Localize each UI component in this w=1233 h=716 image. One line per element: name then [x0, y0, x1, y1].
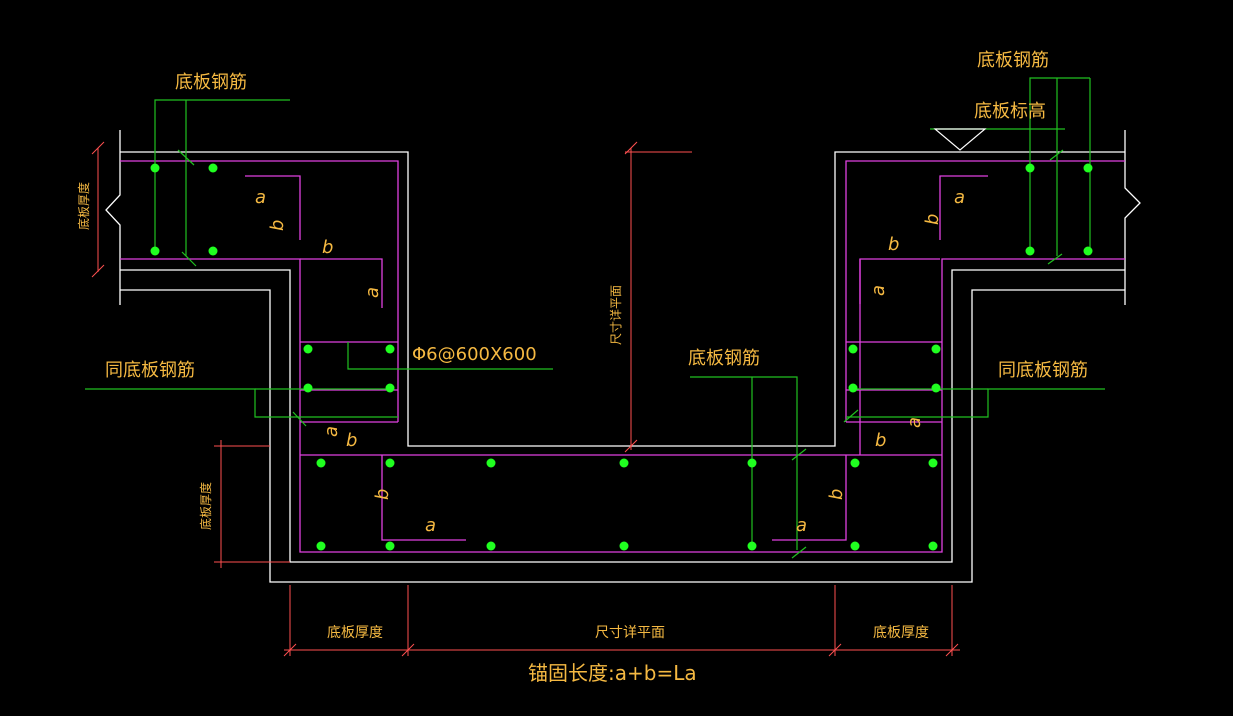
mark-a: a: [425, 515, 436, 536]
mark-b: b: [267, 220, 288, 231]
mark-a: a: [255, 187, 266, 208]
label-left-thickness-lower: 底板厚度: [198, 482, 213, 530]
label-top-right-elevation: 底板标高: [974, 101, 1046, 122]
label-formula: 锚固长度:a+b=La: [528, 661, 697, 685]
mark-b: b: [922, 214, 943, 225]
label-bottom-dim-mid: 尺寸详平面: [595, 625, 665, 641]
rebar-lines: [120, 160, 1125, 553]
label-left-thickness-upper: 底板厚度: [76, 182, 91, 230]
label-right-same-rebar: 同底板钢筋: [998, 360, 1088, 381]
leader-lines: [85, 77, 1105, 559]
mark-a: a: [321, 426, 342, 437]
elevation-marker: [933, 128, 987, 151]
label-bottom-dim-right: 底板厚度: [873, 625, 929, 641]
mark-a: a: [904, 417, 925, 428]
concrete-outline: [105, 130, 1141, 583]
mark-b: b: [322, 237, 333, 258]
mark-b: b: [372, 489, 393, 500]
mark-a: a: [868, 285, 889, 296]
dimension-lines: [91, 141, 960, 657]
mark-b: b: [826, 489, 847, 500]
mark-a: a: [796, 515, 807, 536]
mark-a: a: [954, 187, 965, 208]
label-left-same-rebar: 同底板钢筋: [105, 360, 195, 381]
label-top-left-rebar: 底板钢筋: [175, 72, 247, 93]
label-top-right-rebar: 底板钢筋: [977, 50, 1049, 71]
label-bottom-dim-left: 底板厚度: [327, 625, 383, 641]
label-mid-rebar: 底板钢筋: [688, 348, 760, 369]
mark-a: a: [362, 287, 383, 298]
label-pit-depth: 尺寸详平面: [608, 285, 623, 345]
mark-b: b: [346, 430, 357, 451]
mark-b: b: [875, 430, 886, 451]
mark-b: b: [888, 234, 899, 255]
label-stirrup: Φ6@600X600: [412, 344, 537, 365]
anchor-marks: a b b a a b b a a b b a a b b a: [255, 187, 965, 536]
rebar-dots: [150, 163, 1093, 551]
